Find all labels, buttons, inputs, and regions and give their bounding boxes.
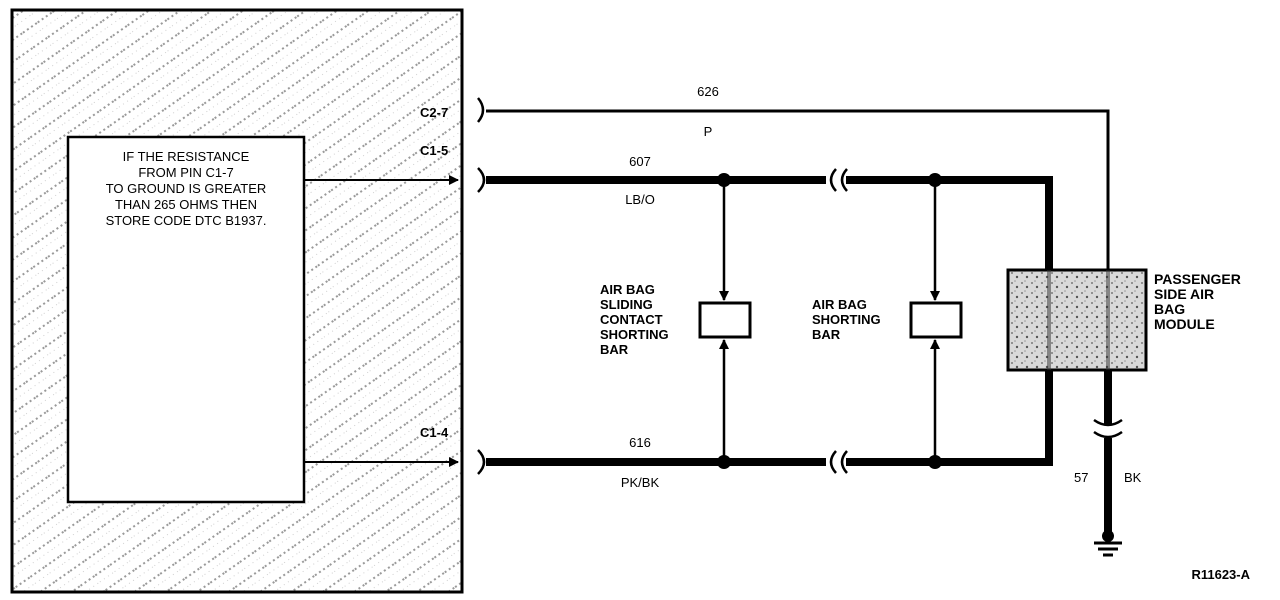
shorting-bar xyxy=(909,301,963,339)
note-line-3: TO GROUND IS GREATER xyxy=(106,181,267,196)
wire-616-right xyxy=(846,370,1053,466)
sliding-bar-label-5: BAR xyxy=(600,342,629,357)
ground-icon xyxy=(1094,530,1122,557)
shorting-bar-label-3: BAR xyxy=(812,327,841,342)
inline-connector-top xyxy=(829,168,848,192)
inline-connector-bottom xyxy=(829,450,848,474)
connector-c1-5 xyxy=(477,167,486,193)
wire-57-color: BK xyxy=(1124,470,1142,485)
sliding-bar-label-2: SLIDING xyxy=(600,297,653,312)
module-label-2: SIDE AIR xyxy=(1154,286,1214,302)
module-label-4: MODULE xyxy=(1154,316,1215,332)
note-line-4: THAN 265 OHMS THEN xyxy=(115,197,257,212)
pin-label-c1-5: C1-5 xyxy=(420,143,448,158)
module-label-3: BAG xyxy=(1154,301,1185,317)
note-box xyxy=(66,135,306,504)
connector-c1-4 xyxy=(477,449,486,475)
shorting-bar-label-2: SHORTING xyxy=(812,312,881,327)
wire-626-number: 626 xyxy=(697,84,719,99)
note-line-1: IF THE RESISTANCE xyxy=(123,149,250,164)
pin-label-c2-7: C2-7 xyxy=(420,105,448,120)
note-line-2: FROM PIN C1-7 xyxy=(138,165,233,180)
wire-616-number: 616 xyxy=(629,435,651,450)
ground-connector xyxy=(1093,418,1123,439)
shorting-bar-label-1: AIR BAG xyxy=(812,297,867,312)
wire-616-color: PK/BK xyxy=(621,475,660,490)
sliding-bar-label-1: AIR BAG xyxy=(600,282,655,297)
wire-626-color: P xyxy=(704,124,713,139)
wire-607-right xyxy=(846,176,1053,270)
figure-id: R11623-A xyxy=(1191,567,1250,582)
note-line-5: STORE CODE DTC B1937. xyxy=(106,213,267,228)
sliding-bar-label-4: SHORTING xyxy=(600,327,669,342)
wire-57-number: 57 xyxy=(1074,470,1088,485)
connector-c2-7 xyxy=(477,97,485,123)
pin-label-c1-4: C1-4 xyxy=(420,425,449,440)
wire-607-color: LB/O xyxy=(625,192,655,207)
passenger-air-bag-module xyxy=(1006,268,1148,372)
wire-607-number: 607 xyxy=(629,154,651,169)
sliding-bar-label-3: CONTACT xyxy=(600,312,663,327)
module-label-1: PASSENGER xyxy=(1154,271,1241,287)
sliding-shorting-bar xyxy=(698,301,752,339)
